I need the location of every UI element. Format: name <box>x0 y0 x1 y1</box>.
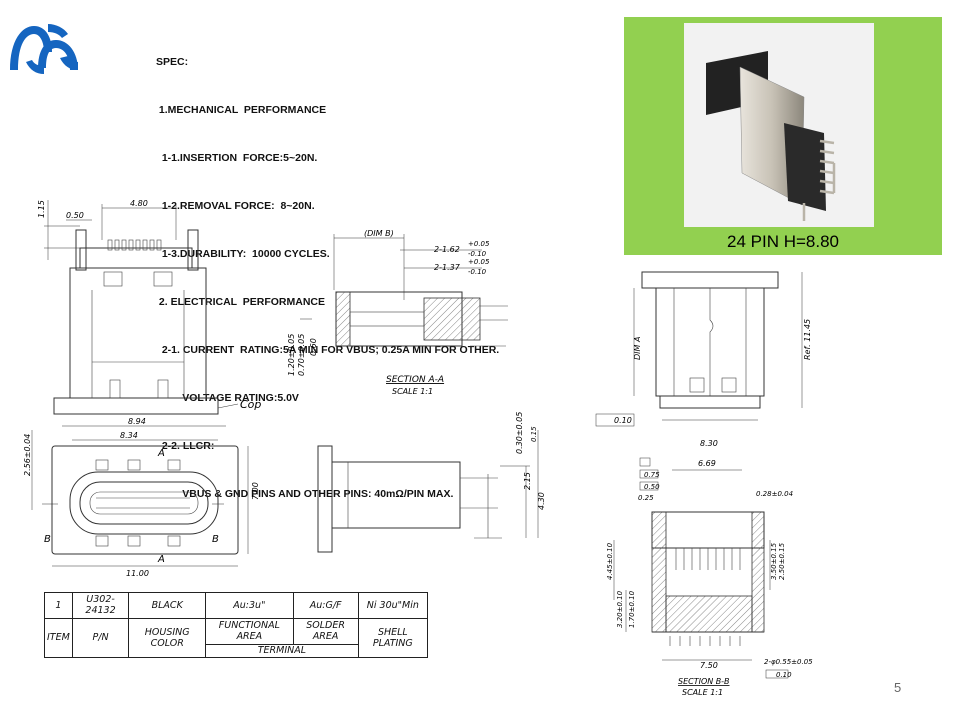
section-aa-drawing: (DIM B) 2-1.62 +0.05 -0.10 2-1.37 +0.05 … <box>287 229 508 396</box>
dim-0-25: 0.25 <box>638 494 654 502</box>
dim-0-50: 0.50 <box>66 211 84 220</box>
dim-2-phi: 2-φ0.55±0.05 <box>764 658 813 666</box>
dim-ref-11-45: Ref. 11.45 <box>803 319 812 360</box>
bom-item: 1 <box>44 592 73 619</box>
dim-11-00: 11.00 <box>126 569 149 578</box>
dim-0-10: 0.10 <box>776 671 792 679</box>
bom-solder: Au:G/F <box>292 592 359 619</box>
section-scale: SCALE 1:1 <box>392 387 433 396</box>
dim-1-15: 1.15 <box>37 200 46 218</box>
spec-line: 2. ELECTRICAL PERFORMANCE <box>156 296 325 308</box>
dim-2-1-62: 2-1.62 <box>434 245 460 254</box>
dim-8-30: 8.30 <box>700 439 718 448</box>
tol-plus: +0.05 <box>468 258 490 266</box>
dim-6-69: 6.69 <box>698 459 716 468</box>
bom-shell: Ni 30u"Min <box>357 592 429 619</box>
dim-0-15: 0.15 <box>530 426 538 442</box>
footprint-drawing: 8.94 8.34 2.56±0.04 7.00 11.00 A A B B <box>23 417 260 578</box>
dim-0-75: 0.75 <box>644 471 660 479</box>
section-scale: SCALE 1:1 <box>682 688 723 697</box>
connector-photo <box>684 23 874 227</box>
dim-8-34: 8.34 <box>120 431 138 440</box>
dim-3-20: 3.20±0.10 <box>616 590 624 628</box>
tol-minus: -0.10 <box>468 268 487 276</box>
blue-logo-icon <box>10 24 78 74</box>
dim-0-28: 0.28±0.04 <box>756 490 793 498</box>
tol-plus: +0.05 <box>468 240 490 248</box>
dim-1-20: 1.20±0.05 <box>287 334 296 376</box>
cop-note: Cop <box>240 398 261 411</box>
dim-0-70: 0.70±0.05 <box>297 334 306 376</box>
section-mark-b: B <box>44 534 51 545</box>
bom-hdr-shell: SHELL PLATING <box>357 617 429 659</box>
right-front-drawing: DIM A Ref. 11.45 0.10 8.30 <box>595 271 812 448</box>
dim-2-50: 2.50±0.15 <box>778 542 786 580</box>
section-bb-drawing: 6.69 0.75 0.50 0.25 0.28±0.04 4.45±0.10 … <box>606 457 813 697</box>
dim-a: DIM A <box>633 337 642 360</box>
dim-7-00: 7.00 <box>251 482 260 500</box>
bom-table: 1 U302-24132 BLACK Au:3u" Au:G/F Ni 30u"… <box>44 592 429 659</box>
tol-minus: -0.10 <box>468 250 487 258</box>
section-mark-b: B <box>212 534 219 545</box>
dim-4-45: 4.45±0.10 <box>606 542 614 580</box>
section-title: SECTION A-A <box>386 375 444 385</box>
section-mark-a: A <box>157 554 165 565</box>
bom-functional: Au:3u" <box>205 592 294 619</box>
bom-hdr-functional: FUNCTIONAL AREA <box>205 617 294 645</box>
dim-2-56: 2.56±0.04 <box>23 434 32 476</box>
dim-8-94: 8.94 <box>128 417 146 426</box>
bom-color: BLACK <box>128 592 207 619</box>
dim-1-70: 1.70±0.10 <box>628 590 636 628</box>
page-number: 5 <box>894 680 902 695</box>
dim-4-80: 4.80 <box>130 199 148 208</box>
side-view-drawing: 0.30±0.05 0.15 2.15 4.30 <box>317 412 546 553</box>
dim-0-30: 0.30±0.05 <box>515 412 524 454</box>
spec-line: 1.MECHANICAL PERFORMANCE <box>156 104 327 116</box>
spec-line: 1-3.DURABILITY: 10000 CYCLES. <box>156 248 330 260</box>
bom-hdr-solder: SOLDER AREA <box>292 617 359 645</box>
dim-2-1-37: 2-1.37 <box>434 263 461 272</box>
bom-hdr-item: ITEM <box>44 617 73 659</box>
spec-line: 2-1. CURRENT RATING:5A MIN FOR VBUS; 0.2… <box>156 344 500 356</box>
spec-line: 1-1.INSERTION FORCE:5~20N. <box>156 152 318 164</box>
dim-2-15: 2.15 <box>523 472 532 490</box>
bom-hdr-pn: P/N <box>71 617 130 659</box>
dim-0-10: 0.10 <box>614 416 632 425</box>
dim-b: (DIM B) <box>364 229 394 238</box>
bom-hdr-terminal: TERMINAL <box>205 643 359 659</box>
bom-pn: U302-24132 <box>71 592 130 619</box>
bom-hdr-color: HOUSING COLOR <box>128 617 207 659</box>
photo-caption: 24 PIN H=8.80 <box>727 232 839 251</box>
dim-0-60: 0.60 <box>309 338 318 356</box>
section-mark-a: A <box>157 448 165 459</box>
dim-3-50: 3.50±0.15 <box>770 542 778 580</box>
dim-4-30: 4.30 <box>537 492 546 510</box>
section-title: SECTION B-B <box>678 677 730 686</box>
front-view-drawing: 1.15 0.50 4.80 Cop <box>37 199 261 415</box>
spec-block: SPEC: 1.MECHANICAL PERFORMANCE 1-1.INSER… <box>156 22 499 534</box>
spec-line: 1-2.REMOVAL FORCE: 8~20N. <box>156 200 315 212</box>
spec-line: SPEC: <box>156 56 189 68</box>
dim-0-50: 0.50 <box>644 483 660 491</box>
dim-7-50: 7.50 <box>700 661 718 670</box>
